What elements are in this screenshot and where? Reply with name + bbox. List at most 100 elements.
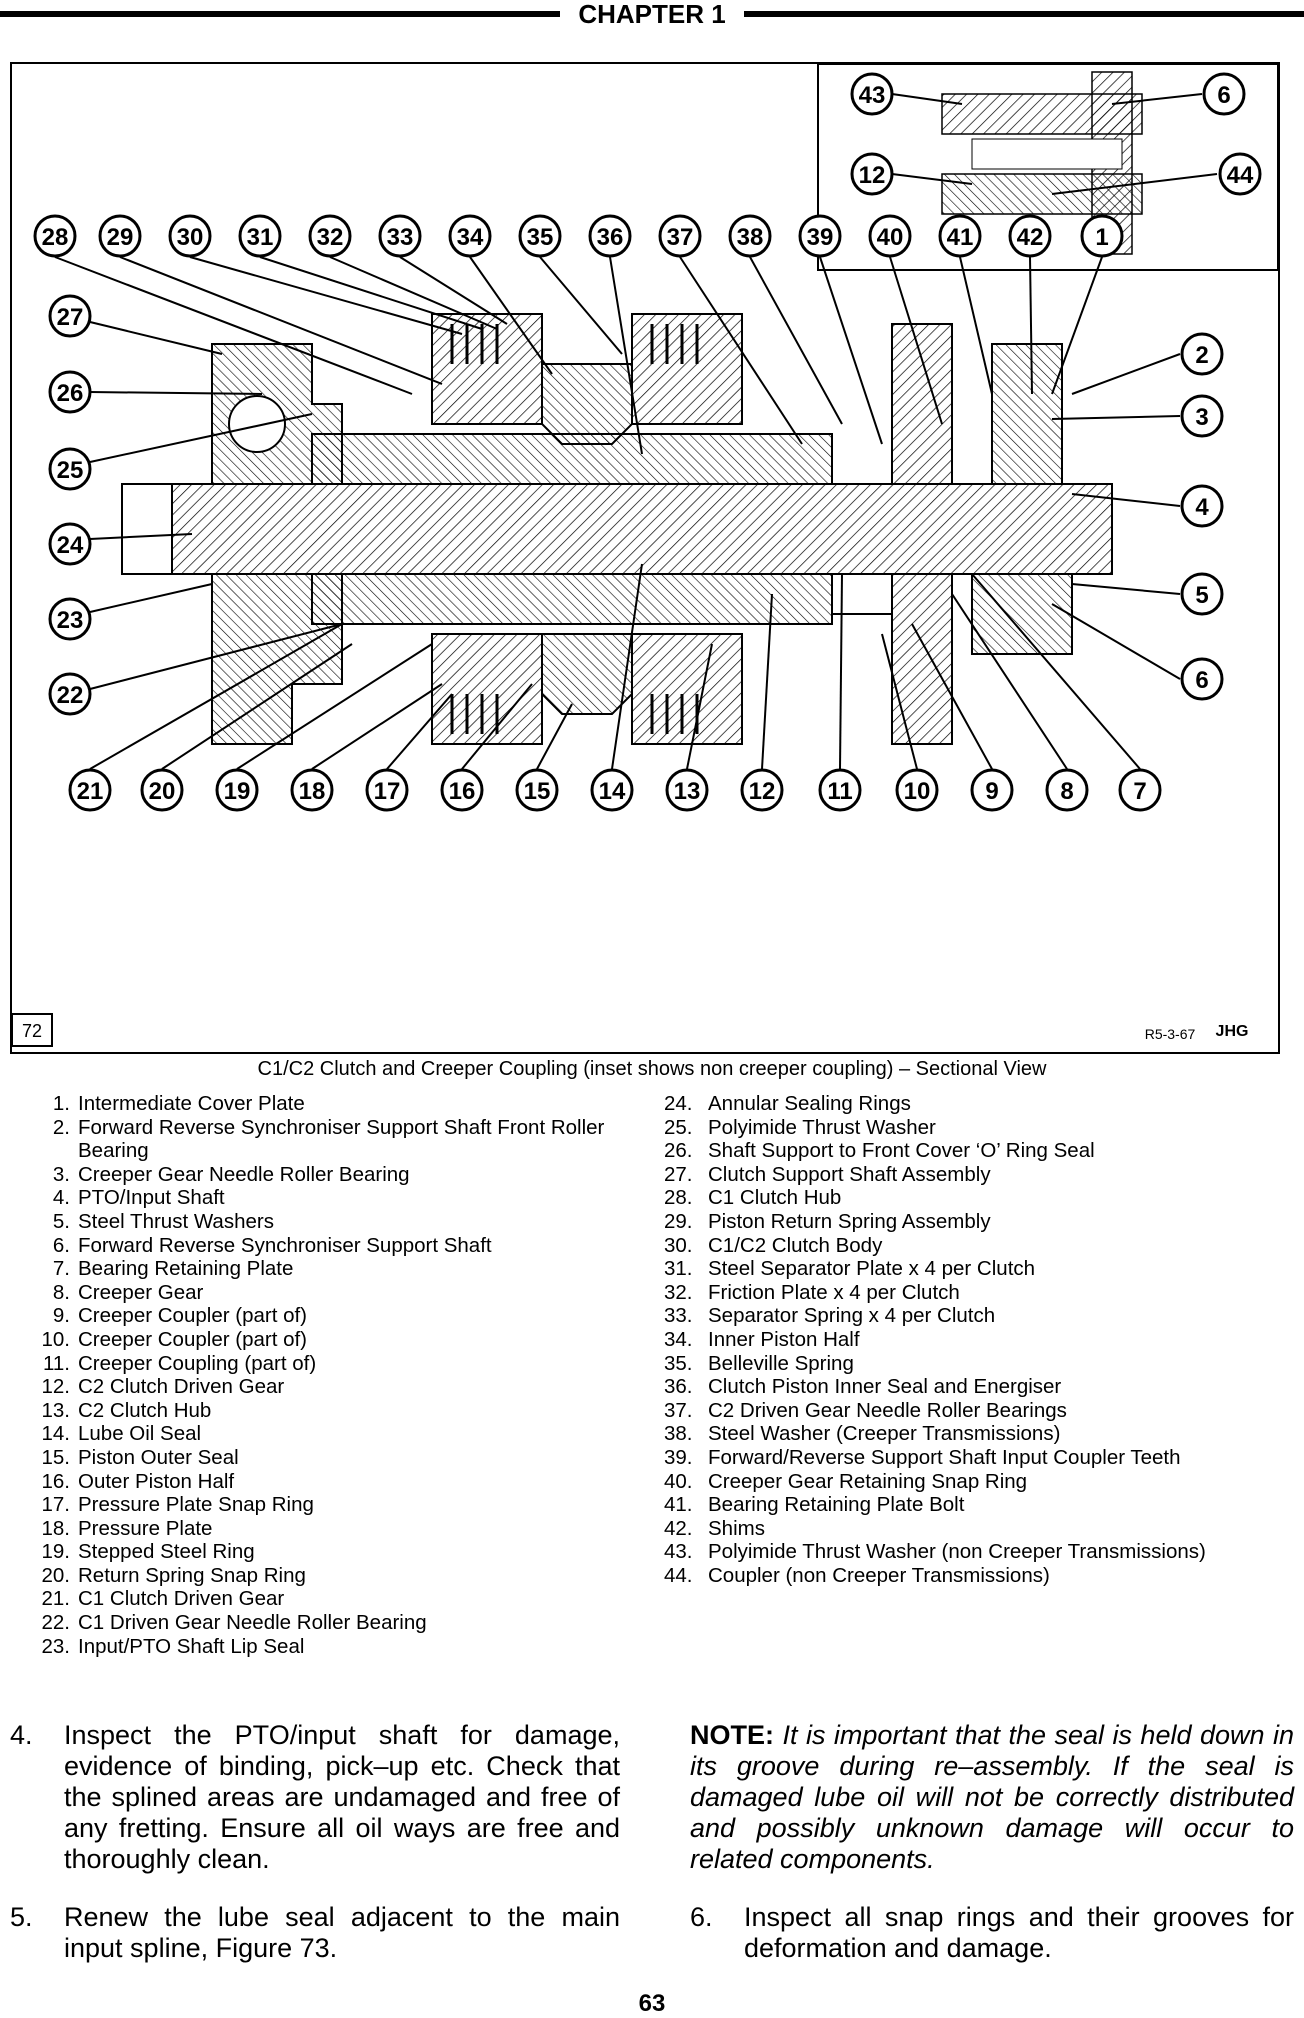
legend-item-text: C2 Driven Gear Needle Roller Bearings	[708, 1398, 1067, 1422]
callout-label: 18	[299, 778, 326, 805]
callout-circle	[590, 768, 634, 812]
callout-label: 38	[737, 224, 764, 251]
callout-circle	[365, 768, 409, 812]
legend-item-text: Belleville Spring	[708, 1351, 854, 1375]
callout-circle	[290, 768, 334, 812]
legend-item-text: Polyimide Thrust Washer	[708, 1115, 936, 1139]
legend-item-number: 27.	[664, 1162, 693, 1186]
legend-item-number: 44.	[664, 1563, 693, 1587]
legend-item-number: 20.	[41, 1563, 71, 1587]
callout-circle	[970, 768, 1014, 812]
callout-label: 13	[674, 778, 701, 805]
callout-label: 17	[374, 778, 401, 805]
legend-item-number: 39.	[664, 1445, 693, 1469]
legend-item-number: 30.	[664, 1233, 693, 1257]
legend-item-text: Clutch Piston Inner Seal and Energiser	[708, 1375, 1062, 1399]
legend-item-number: 38.	[664, 1422, 693, 1446]
callout-label: 6	[1195, 667, 1208, 694]
callout-label: 30	[177, 224, 204, 251]
legend-item-text: Inner Piston Half	[708, 1327, 860, 1351]
legend-item: 30.C1/C2 Clutch Body	[664, 1234, 1294, 1258]
legend-item-number: 19.	[41, 1540, 71, 1564]
legend-item: 7.Bearing Retaining Plate	[18, 1257, 658, 1281]
legend-item-number: 7.	[52, 1257, 70, 1281]
callout-circle	[850, 152, 894, 196]
legend-item-number: 1.	[52, 1092, 70, 1115]
callout-label: 7	[1133, 778, 1146, 805]
callout-circle	[215, 768, 259, 812]
legend-item-number: 31.	[664, 1257, 693, 1281]
callout-label: 14	[599, 778, 626, 805]
legend-item-text: Pressure Plate Snap Ring	[78, 1493, 314, 1517]
step-4: 4. Inspect the PTO/input shaft for damag…	[10, 1720, 620, 1875]
legend-item: 3.Creeper Gear Needle Roller Bearing	[18, 1163, 658, 1187]
clutch-diagram: 28 29 30 31 32 33 34 35 36 37 38 39 40 4…	[12, 64, 1278, 1047]
legend-item-text: Creeper Coupler (part of)	[78, 1304, 308, 1328]
callout-circle	[1045, 768, 1089, 812]
callout-label: 11	[827, 778, 852, 805]
callout-label: 15	[524, 778, 551, 805]
callout-label: 36	[597, 224, 624, 251]
callout-label: 12	[859, 162, 886, 189]
leader-lines	[54, 93, 1218, 770]
legend-item: 28.C1 Clutch Hub	[664, 1186, 1294, 1210]
artist-mark: JHG	[1216, 1023, 1249, 1040]
callout-label: 41	[947, 224, 974, 251]
legend-item-number: 43.	[664, 1540, 693, 1564]
legend-item: 36. Clutch Piston Inner Seal and Energise…	[664, 1375, 1294, 1399]
callout-circle	[1180, 484, 1224, 528]
legend-item-number: 18.	[41, 1516, 71, 1540]
callout-circle	[868, 214, 912, 258]
figure-number: 72	[22, 1021, 42, 1041]
callout-label: 12	[749, 778, 776, 805]
callout-label: 35	[527, 224, 554, 251]
callout-label: 1	[1095, 224, 1108, 251]
callout-label: 28	[42, 224, 69, 251]
legend-item-number: 32.	[664, 1280, 693, 1304]
callout-label: 22	[57, 682, 84, 709]
callout-circle	[98, 214, 142, 258]
legend-item: 26.Shaft Support to Front Cover ‘O’ Ring…	[664, 1139, 1294, 1163]
callout-label: 8	[1060, 778, 1073, 805]
legend-item: 17.Pressure Plate Snap Ring	[18, 1493, 658, 1517]
callout-label: 25	[57, 457, 84, 484]
legend-item-number: 25.	[664, 1115, 693, 1139]
legend-item-text: Intermediate Cover Plate	[78, 1092, 305, 1115]
legend-item-text: C1 Driven Gear Needle Roller Bearing	[78, 1611, 427, 1635]
callout-circle	[48, 370, 92, 414]
callout-group: 28 29 30 31 32 33 34 35 36 37 38 39 40 4…	[33, 72, 1262, 812]
callout-label: 19	[224, 778, 251, 805]
legend-item-number: 28.	[664, 1186, 693, 1210]
callout-label: 40	[877, 224, 904, 251]
callout-label: 39	[807, 224, 834, 251]
legend-item-text: C1 Clutch Driven Gear	[78, 1587, 285, 1611]
callout-label: 26	[57, 380, 84, 407]
callout-circle	[48, 447, 92, 491]
step-6: 6. Inspect all snap rings and their groo…	[690, 1902, 1294, 1964]
legend-item-text: Separator Spring x 4 per Clutch	[708, 1304, 996, 1328]
legend-item: 38.Steel Washer (Creeper Transmissions)	[664, 1422, 1294, 1446]
legend-item-number: 36.	[664, 1375, 693, 1399]
callout-circle	[238, 214, 282, 258]
legend-item: 43. Polyimide Thrust Washer (non Creeper …	[664, 1540, 1294, 1564]
callout-label: 27	[57, 304, 84, 331]
callout-circle	[308, 214, 352, 258]
legend-item-text: Forward Reverse Synchroniser Support Sha…	[78, 1115, 605, 1163]
legend-item-number: 26.	[664, 1139, 693, 1163]
callout-label: 2	[1195, 342, 1208, 369]
legend-item-number: 22.	[41, 1611, 71, 1635]
legend-item-number: 11.	[43, 1351, 70, 1375]
legend-item-number: 15.	[41, 1445, 71, 1469]
legend-item: 27.Clutch Support Shaft Assembly	[664, 1163, 1294, 1187]
legend-item: 19.Stepped Steel Ring	[18, 1540, 658, 1564]
note-block: NOTE: It is important that the seal is h…	[690, 1720, 1294, 1875]
legend-item-number: 6.	[52, 1233, 70, 1257]
legend-item: 37.C2 Driven Gear Needle Roller Bearings	[664, 1399, 1294, 1423]
legend-item: 21.C1 Clutch Driven Gear	[18, 1587, 658, 1611]
legend-item-number: 3.	[52, 1162, 70, 1186]
legend-item-text: Return Spring Snap Ring	[78, 1563, 306, 1587]
callout-label: 32	[317, 224, 344, 251]
legend-item-text: Polyimide Thrust Washer (non Creeper Tra…	[708, 1540, 1206, 1564]
legend-item-number: 24.	[664, 1092, 693, 1115]
